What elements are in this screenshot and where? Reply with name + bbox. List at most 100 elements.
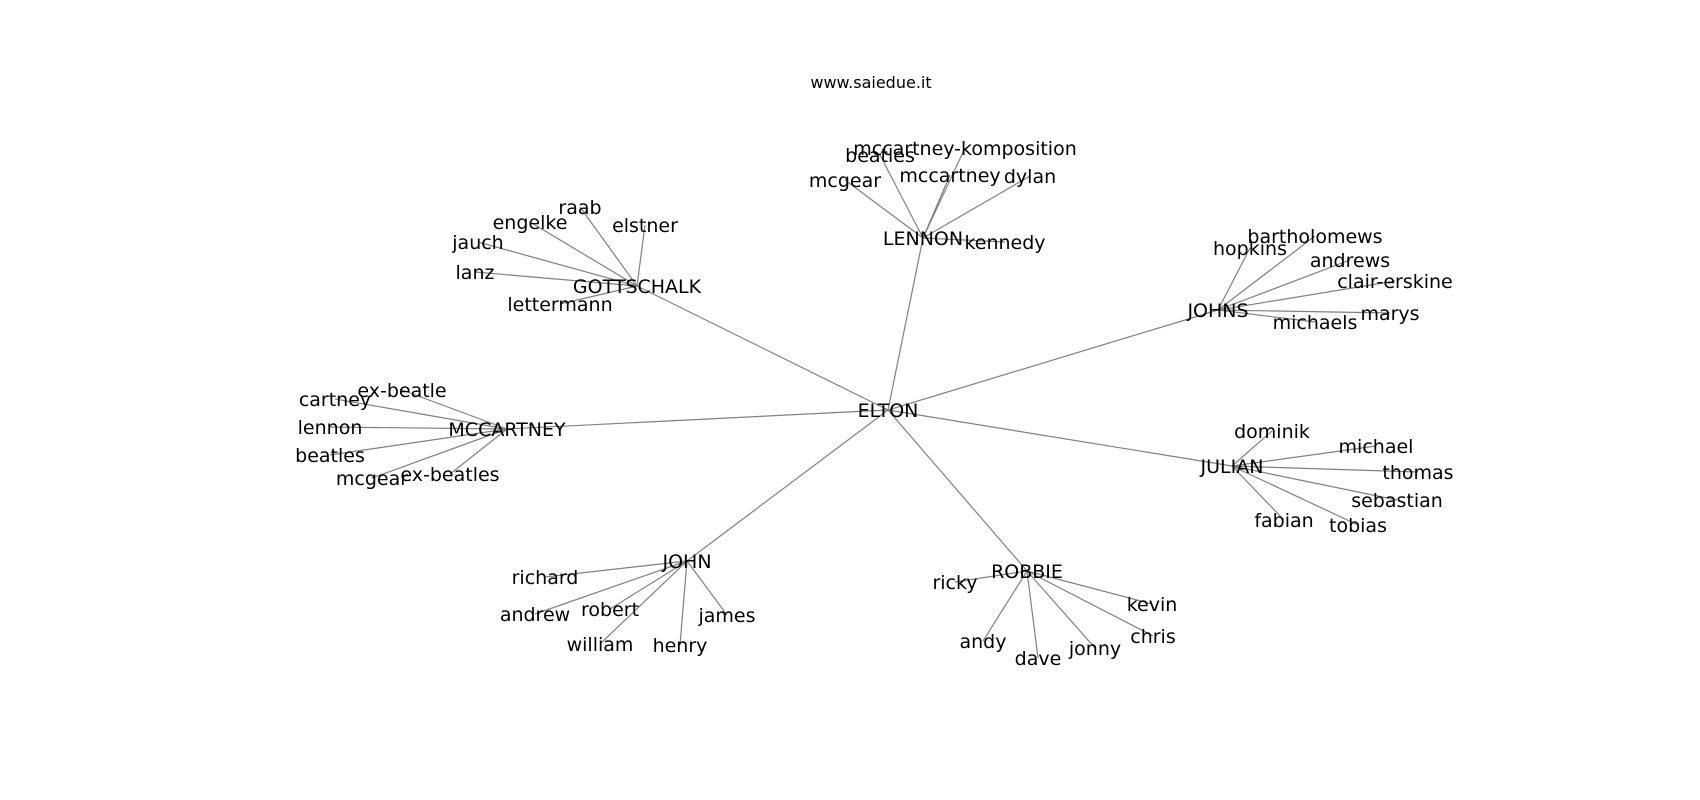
edge-mccartney-ex-beatle (401, 389, 508, 430)
node-leaf-julian-dominik: dominik (1234, 421, 1310, 443)
node-leaf-gottschalk-raab: raab (558, 197, 601, 219)
edge-julian-michael (1231, 445, 1377, 467)
node-leaf-robbie-kevin: kevin (1127, 594, 1178, 616)
node-leaf-john-andrew: andrew (500, 604, 570, 626)
edge-johns-andrews (1217, 259, 1351, 311)
edge-gottschalk-jauch (477, 241, 638, 287)
node-leaf-lennon-mccartney: mccartney (899, 165, 1000, 187)
edge-center-johns (887, 309, 1219, 411)
edge-center-john (686, 409, 889, 562)
node-leaf-lennon-kennedy: kennedy (964, 232, 1045, 254)
node-leaf-lennon-mcgear: mcgear (809, 170, 881, 192)
edge-john-richard (544, 560, 688, 578)
node-leaf-lennon-mccartney-komposition: mccartney-komposition (853, 138, 1077, 160)
edge-julian-dominik (1231, 430, 1273, 467)
edge-johns-marys (1217, 309, 1391, 314)
edge-julian-thomas (1231, 465, 1419, 473)
edge-mccartney-ex-beatles (449, 428, 508, 475)
edge-johns-bartholomews (1217, 235, 1316, 311)
node-leaf-mccartney-ex-beatles: ex-beatles (400, 464, 499, 486)
edge-mccartney-lennon (329, 426, 508, 430)
node-hub-lennon: LENNON (883, 228, 963, 250)
edge-center-julian (887, 409, 1233, 467)
edge-julian-sebastian (1231, 465, 1398, 501)
edge-lennon-beatles (879, 154, 924, 239)
node-leaf-mccartney-beatles: beatles (295, 445, 365, 467)
node-leaf-johns-clair-erskine: clair-erskine (1337, 271, 1453, 293)
edge-julian-fabian (1231, 465, 1285, 521)
node-leaf-gottschalk-lanz: lanz (456, 262, 495, 284)
edge-mccartney-mcgear (371, 428, 508, 479)
node-leaf-robbie-ricky: ricky (932, 572, 977, 594)
node-hub-gottschalk: GOTTSCHALK (573, 276, 702, 298)
node-hub-mccartney: MCCARTNEY (448, 419, 566, 441)
edge-gottschalk-lettermann (559, 285, 638, 305)
node-leaf-gottschalk-elstner: elstner (612, 215, 678, 237)
node-center: ELTON (858, 400, 919, 422)
node-leaf-mccartney-cartney: cartney (299, 389, 371, 411)
node-leaf-robbie-andy: andy (960, 631, 1007, 653)
node-hub-johns: JOHNS (1186, 300, 1248, 322)
edge-john-james (686, 560, 728, 616)
edges-layer (329, 147, 1419, 659)
node-leaf-lennon-dylan: dylan (1004, 166, 1056, 188)
edge-lennon-dylan (922, 175, 1031, 239)
edge-center-gottschalk (636, 285, 889, 411)
edge-john-henry (679, 560, 688, 646)
edge-robbie-chris (1026, 570, 1154, 637)
site-url: www.saiedue.it (810, 73, 931, 92)
edge-center-robbie (887, 409, 1028, 572)
node-leaf-julian-fabian: fabian (1254, 510, 1313, 532)
edge-lennon-mcgear (844, 179, 924, 239)
node-leaf-robbie-chris: chris (1130, 626, 1175, 648)
edge-center-lennon (887, 237, 924, 411)
node-leaf-mccartney-ex-beatle: ex-beatle (357, 380, 446, 402)
labels-layer: ELTONLENNONmccartney-kompositionbeatlesm… (295, 138, 1453, 670)
node-leaf-gottschalk-engelke: engelke (493, 212, 568, 234)
node-leaf-lennon-beatles: beatles (845, 145, 915, 167)
node-leaf-johns-bartholomews: bartholomews (1247, 226, 1382, 248)
edge-julian-tobias (1231, 465, 1359, 526)
node-leaf-john-robert: robert (581, 599, 639, 621)
node-leaf-mccartney-mcgear: mcgear (336, 468, 408, 490)
node-leaf-johns-andrews: andrews (1310, 250, 1390, 272)
node-leaf-john-william: william (567, 634, 634, 656)
node-leaf-julian-michael: michael (1339, 436, 1414, 458)
edge-john-robert (609, 560, 688, 610)
node-leaf-john-richard: richard (512, 567, 579, 589)
node-leaf-johns-michaels: michaels (1273, 312, 1358, 334)
node-leaf-julian-thomas: thomas (1382, 462, 1453, 484)
edge-robbie-ricky (954, 570, 1028, 583)
node-leaf-julian-sebastian: sebastian (1351, 490, 1443, 512)
node-leaf-gottschalk-lettermann: lettermann (507, 294, 612, 316)
node-hub-julian: JULIAN (1200, 456, 1264, 478)
edge-johns-clair-erskine (1217, 280, 1396, 311)
node-leaf-john-henry: henry (653, 635, 708, 657)
node-leaf-john-james: james (697, 605, 755, 627)
edge-robbie-andy (982, 570, 1028, 642)
edge-gottschalk-engelke (529, 221, 638, 287)
node-leaf-mccartney-lennon: lennon (298, 417, 363, 439)
edge-mccartney-cartney (334, 398, 508, 430)
node-leaf-gottschalk-jauch: jauch (451, 232, 503, 254)
edge-john-andrew (534, 560, 688, 615)
node-leaf-julian-tobias: tobias (1329, 515, 1387, 537)
node-leaf-johns-marys: marys (1360, 303, 1419, 325)
edge-robbie-jonny (1026, 570, 1096, 649)
node-hub-john: JOHN (661, 551, 711, 573)
edge-gottschalk-lanz (474, 271, 638, 287)
node-leaf-robbie-jonny: jonny (1068, 638, 1121, 660)
edge-lennon-mccartney (922, 174, 951, 239)
edge-johns-hopkins (1217, 247, 1251, 311)
edge-gottschalk-elstner (636, 224, 646, 287)
edge-center-mccartney (506, 409, 889, 430)
edge-lennon-kennedy (922, 237, 1006, 243)
node-leaf-johns-hopkins: hopkins (1213, 238, 1287, 260)
node-leaf-robbie-dave: dave (1015, 648, 1062, 670)
edge-john-william (599, 560, 688, 645)
edge-gottschalk-raab (579, 206, 638, 287)
edge-robbie-kevin (1026, 570, 1153, 605)
edge-mccartney-beatles (329, 428, 508, 456)
edge-robbie-dave (1026, 570, 1039, 659)
